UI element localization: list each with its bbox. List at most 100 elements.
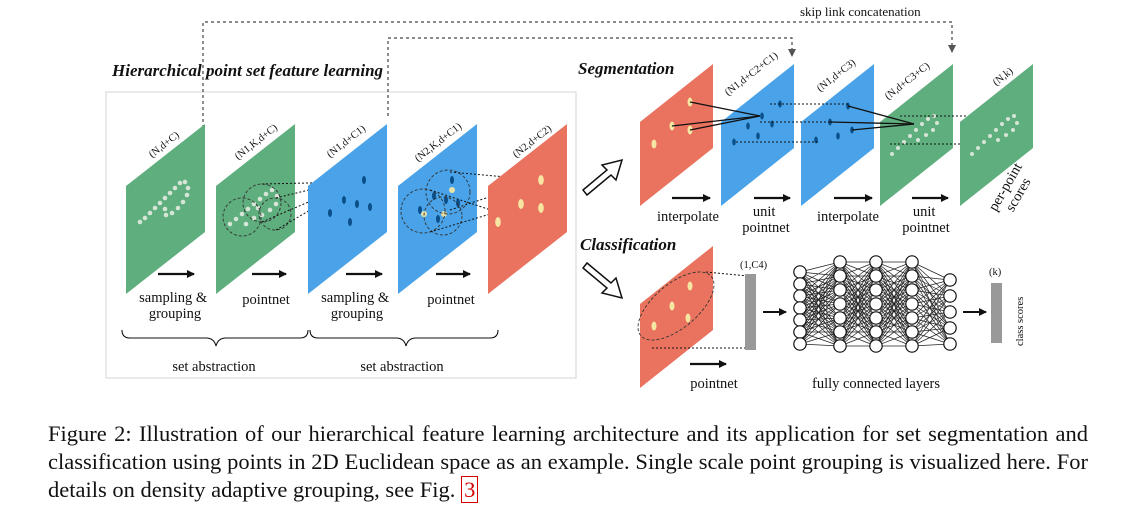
projection-lines-2 [429,171,541,233]
fc-edge [911,275,951,345]
label-k: (k) [989,267,1002,278]
fc-neuron [943,321,957,335]
fc-edge [839,261,877,319]
fc-neuron [869,255,883,269]
fc-edge [799,261,841,309]
label-sampling-grouping-2: sampling & grouping [321,290,393,322]
fc-neuron [833,283,847,297]
fc-edge [799,303,841,321]
fc-edge [839,303,877,347]
fc-edge [799,283,841,347]
fc-neuron [943,273,957,287]
fc-edge [911,289,951,313]
figure-reference-link[interactable]: 3 [461,476,479,503]
unit-pointnet-dotted-2 [890,115,980,145]
fc-edge [799,289,841,309]
plane-grouping-1 [216,124,295,294]
fc-neuron [869,297,883,311]
seg-plane-4 [880,64,953,206]
fc-neuron [905,283,919,297]
interp-lines-2 [829,105,915,131]
fc-neuron [869,283,883,297]
fc-edge [799,275,841,309]
fc-edge [799,331,841,345]
fc-edge [799,307,841,347]
fc-edge [799,261,841,273]
fc-edge [799,295,841,347]
fc-edge [839,261,877,305]
fc-neuron [793,325,807,339]
heading-classification: Classification [580,235,676,254]
fc-edge [911,289,951,345]
global-feature-bar [745,274,756,350]
heading-hierarchical: Hierarchical point set feature learning [111,61,384,80]
fc-neuron [833,311,847,325]
seg-plane-5 [960,64,1033,206]
fc-edge [911,275,951,329]
fc-edge [799,283,841,319]
fc-edge [799,261,841,297]
fc-neuron [793,301,807,315]
fc-edge [911,303,951,329]
fc-edge [911,289,951,329]
fc-edge [911,279,951,319]
fc-edge [911,317,951,345]
cls-projection-lines [652,271,749,349]
heading-segmentation: Segmentation [578,59,674,78]
fc-neuron [793,289,807,303]
fc-neuron [869,325,883,339]
fc-edge [839,289,877,347]
label-unit-pointnet-1: unit pointnet [742,204,790,236]
fc-edge [911,295,951,333]
fc-edge [875,261,913,319]
label-pointnet-2: pointnet [427,292,475,308]
skip-link-label: skip link concatenation [800,4,921,19]
fc-edge [911,261,951,281]
fc-neuron [905,325,919,339]
fc-neuron [833,297,847,311]
fc-edge [911,261,951,329]
figure-caption: Figure 2: Illustration of our hierarchic… [48,420,1088,504]
fc-edge [799,307,841,333]
fc-edge [911,311,951,333]
fc-neuron [943,337,957,351]
fc-edge [911,295,951,347]
fc-edge [839,261,877,291]
caption-text: Figure 2: Illustration of our hierarchic… [48,421,1088,502]
fc-edge [799,303,841,333]
skip-link-lines [202,21,956,128]
fc-edge [875,261,913,305]
fc-edge [799,289,841,321]
fc-neuron [793,277,807,291]
label-interpolate-1: interpolate [657,209,719,225]
fc-network [793,255,957,353]
fc-neuron [793,337,807,351]
fc-edge [799,295,841,319]
fc-neuron [833,325,847,339]
label-set-abstraction-2: set abstraction [360,359,444,375]
fc-neuron [869,339,883,353]
fc-neuron [793,265,807,279]
hollow-arrows [581,158,624,300]
fc-neuron [869,269,883,283]
fc-edge [911,311,951,347]
fc-neuron [905,311,919,325]
label-pointnet-1: pointnet [242,292,290,308]
pointnet-architecture-diagram: skip link concatenation Hierarchical poi… [105,4,1035,392]
label-unit-pointnet-2: unit pointnet [902,204,950,236]
fc-edge [799,307,841,319]
fc-edge [911,303,951,345]
fc-edge [911,279,951,347]
label-cls-pointnet: pointnet [690,376,738,392]
fc-neuron [905,297,919,311]
fc-edge [799,319,841,347]
unit-pointnet-dotted-1 [736,103,850,143]
seg-plane-3 [801,64,874,206]
fc-edge [875,261,913,291]
class-scores-bar [991,283,1002,343]
plane-features-2 [488,124,567,294]
label-c4: (1,C4) [740,260,768,271]
fc-neuron [905,269,919,283]
label-fc-layers: fully connected layers [812,376,940,392]
plane-input [126,124,205,294]
